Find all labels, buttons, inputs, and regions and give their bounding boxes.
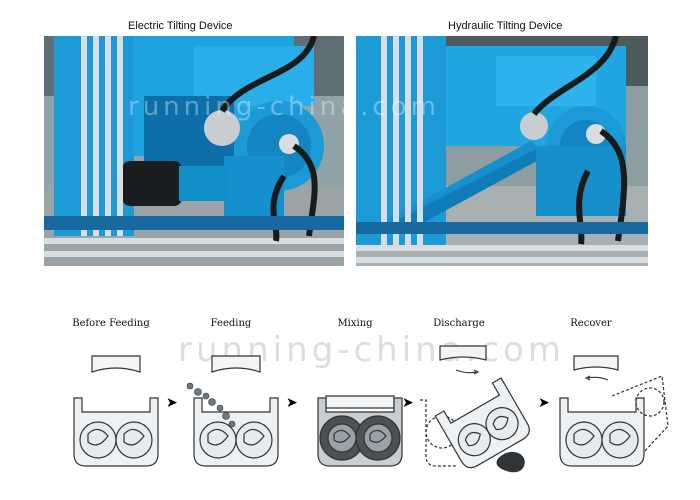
stage-before-feeding-diagram <box>66 336 166 481</box>
stage-label-before-feeding: Before Feeding <box>72 318 150 329</box>
arrow-right-icon: ➤ <box>286 394 298 410</box>
stage-label-feeding: Feeding <box>210 318 252 329</box>
stage-discharge-diagram <box>416 336 536 491</box>
hydraulic-tilting-photo <box>356 36 648 266</box>
arrow-right-icon: ➤ <box>166 394 178 410</box>
stage-label-mixing: Mixing <box>337 318 373 329</box>
stage-label-discharge: Discharge <box>433 318 485 329</box>
electric-tilting-title: Electric Tilting Device <box>128 20 233 32</box>
electric-tilting-photo <box>44 36 344 266</box>
stage-feeding-diagram <box>186 336 286 481</box>
stage-recover-diagram <box>552 336 672 481</box>
arrow-right-icon: ➤ <box>538 394 550 410</box>
stage-mixing-diagram <box>310 336 410 481</box>
stage-label-recover: Recover <box>570 318 612 329</box>
hydraulic-tilting-title: Hydraulic Tilting Device <box>448 20 563 32</box>
arrow-right-icon: ➤ <box>402 394 414 410</box>
watermark-photos: running-china.com <box>128 92 440 122</box>
